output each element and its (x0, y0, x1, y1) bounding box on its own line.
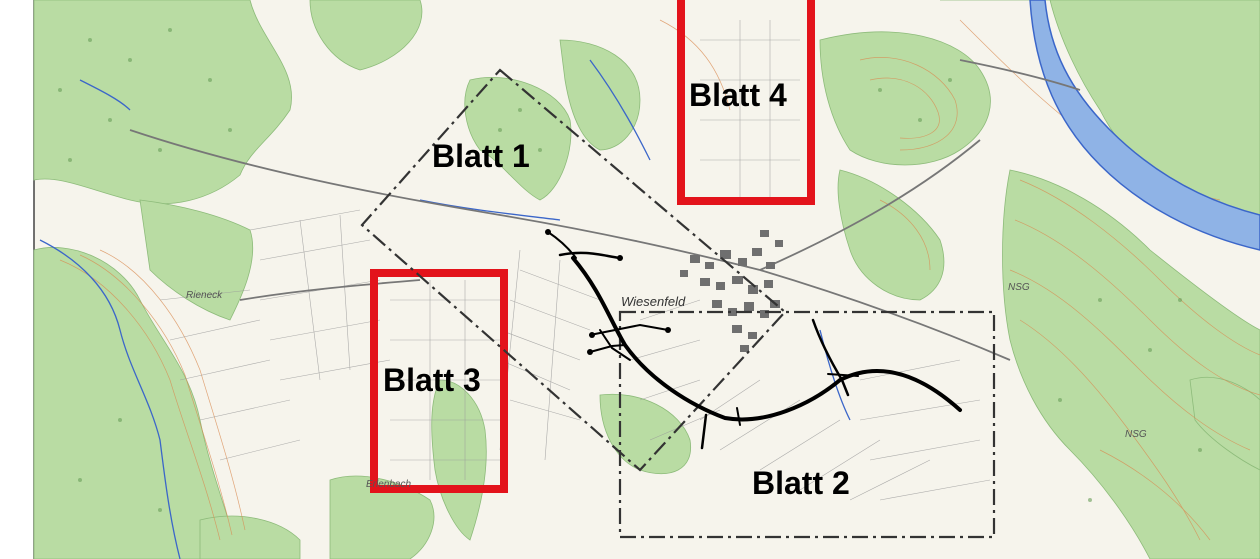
blatt-1-frame (360, 68, 787, 472)
roads (129, 59, 1081, 361)
place-rieneck: Rieneck (186, 290, 223, 301)
blatt-2-label: Blatt 2 (752, 465, 850, 501)
planned-route (547, 231, 962, 450)
forest-areas (33, 0, 1260, 559)
blatt-3-label: Blatt 3 (383, 362, 481, 398)
blatt-2-frame (618, 310, 996, 539)
place-nsg-1: NSG (1008, 282, 1030, 293)
place-erlenbach: Erlenbach (366, 479, 411, 490)
blatt-3-frame (370, 269, 508, 493)
blatt-4-frame (677, 0, 815, 205)
route-nodes (545, 229, 671, 355)
forest-texture (58, 28, 1202, 512)
blatt-1-label: Blatt 1 (432, 138, 530, 174)
blatt-4-label: Blatt 4 (689, 77, 787, 113)
place-wiesenfeld: Wiesenfeld (621, 294, 686, 309)
field-parcels (159, 20, 991, 501)
place-nsg-2: NSG (1125, 429, 1147, 440)
